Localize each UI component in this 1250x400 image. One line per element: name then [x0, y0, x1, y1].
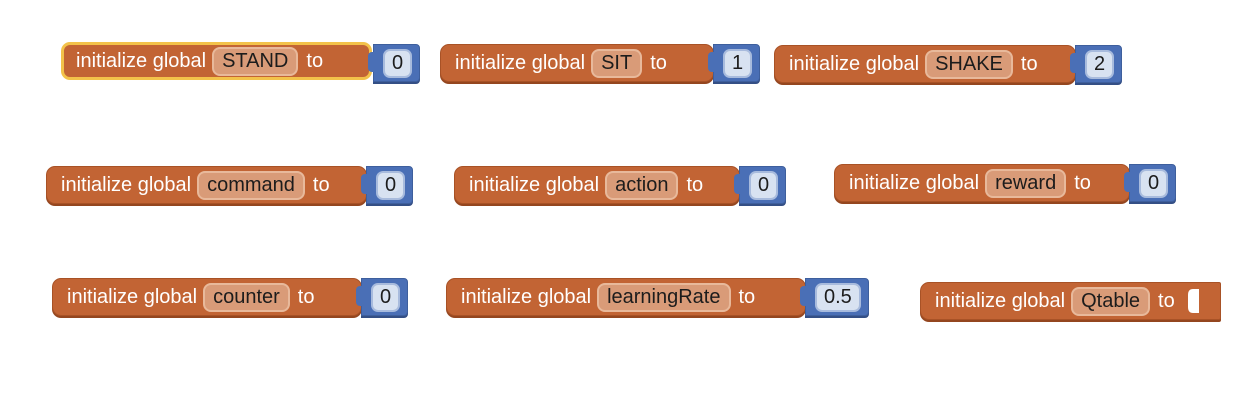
puzzle-tab-icon [1070, 53, 1078, 73]
variable-name-field[interactable]: counter [203, 282, 290, 312]
number-field[interactable]: 0 [371, 282, 401, 312]
global-var-block-reward[interactable]: initialize global reward to 0 [834, 164, 1177, 202]
initialize-global-label: initialize global [935, 290, 1066, 312]
to-label: to [1020, 53, 1038, 75]
puzzle-tab-icon [708, 52, 716, 72]
number-field[interactable]: 0 [376, 170, 406, 200]
value-socket-icon [763, 287, 773, 307]
global-var-block-qtable[interactable]: initialize global Qtable to [920, 282, 1221, 320]
puzzle-tab-icon [361, 174, 369, 194]
initialize-global-label: initialize global [849, 172, 980, 194]
value-socket-icon [338, 175, 348, 195]
to-label: to [738, 286, 756, 308]
initialize-global-label: initialize global [469, 174, 600, 196]
number-field[interactable]: 0.5 [815, 282, 861, 312]
number-value-block[interactable]: 2 [1070, 45, 1123, 83]
variable-name-field[interactable]: command [197, 170, 305, 200]
puzzle-tab-icon [734, 174, 742, 194]
number-value-block[interactable]: 0 [1124, 164, 1177, 202]
variable-name-field[interactable]: SHAKE [925, 49, 1013, 79]
variable-name-field[interactable]: STAND [212, 46, 299, 76]
value-socket-icon [331, 51, 341, 71]
number-value-block[interactable]: 0 [734, 166, 787, 204]
value-socket-icon [711, 175, 721, 195]
value-socket-icon [1046, 54, 1056, 74]
puzzle-tab-icon [356, 286, 364, 306]
global-var-block-sit[interactable]: initialize global SIT to 1 [440, 44, 761, 82]
value-socket-icon [1099, 173, 1109, 193]
variable-name-field[interactable]: reward [985, 168, 1067, 198]
variable-name-field[interactable]: learningRate [597, 282, 731, 312]
value-socket-icon [322, 287, 332, 307]
global-var-block-learningrate[interactable]: initialize global learningRate to 0.5 [446, 278, 869, 316]
to-label: to [1158, 290, 1175, 312]
puzzle-tab-icon [368, 52, 376, 72]
number-value-block[interactable]: 0 [361, 166, 414, 204]
initialize-global-label: initialize global [61, 174, 192, 196]
number-field[interactable]: 1 [723, 48, 753, 78]
number-value-block[interactable]: 0 [356, 278, 409, 316]
variable-name-field[interactable]: SIT [591, 48, 643, 78]
number-value-block[interactable]: 0 [368, 44, 421, 82]
to-label: to [650, 52, 667, 74]
number-field[interactable]: 0 [1139, 168, 1169, 198]
initialize-global-label: initialize global [461, 286, 592, 308]
value-socket-icon [675, 53, 685, 73]
variable-name-field[interactable]: action [605, 170, 679, 200]
puzzle-tab-icon [800, 286, 808, 306]
empty-socket-icon[interactable] [1187, 289, 1199, 313]
initialize-global-label: initialize global [455, 52, 586, 74]
global-var-block-shake[interactable]: initialize global SHAKE to 2 [774, 45, 1123, 83]
to-label: to [297, 286, 315, 308]
number-value-block[interactable]: 1 [708, 44, 761, 82]
number-field[interactable]: 2 [1085, 49, 1115, 79]
variable-name-field[interactable]: Qtable [1071, 286, 1151, 316]
global-var-block-stand[interactable]: initialize global STAND to 0 [61, 42, 421, 82]
number-field[interactable]: 0 [749, 170, 779, 200]
number-value-block[interactable]: 0.5 [800, 278, 869, 316]
number-field[interactable]: 0 [383, 48, 413, 78]
to-label: to [1074, 172, 1091, 194]
initialize-global-label: initialize global [67, 286, 198, 308]
to-label: to [306, 50, 324, 72]
global-var-block-counter[interactable]: initialize global counter to 0 [52, 278, 409, 316]
initialize-global-label: initialize global [789, 53, 920, 75]
global-var-block-action[interactable]: initialize global action to 0 [454, 166, 787, 204]
to-label: to [312, 174, 330, 196]
to-label: to [686, 174, 704, 196]
initialize-global-label: initialize global [76, 50, 207, 72]
global-var-block-command[interactable]: initialize global command to 0 [46, 166, 414, 204]
puzzle-tab-icon [1124, 172, 1132, 192]
